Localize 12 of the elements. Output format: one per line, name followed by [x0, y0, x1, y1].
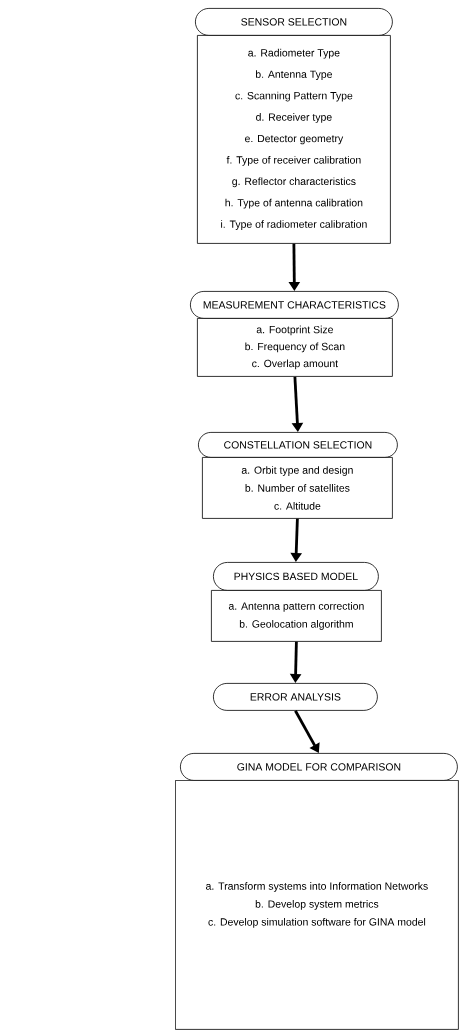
item-box: a. Footprint Size b. Frequency of Scan c. Overlap amount	[197, 318, 393, 377]
item-box: a. Antenna pattern correction b. Geolocation algorithm	[211, 590, 382, 642]
stage-header: GINA MODEL FOR COMPARISON	[180, 753, 458, 781]
stage-header: SENSOR SELECTION	[195, 8, 393, 36]
item-box: a. Orbit type and design b. Number of satellites c. Altitude	[202, 457, 393, 519]
stage-header: CONSTELLATION SELECTION	[198, 432, 398, 458]
stage-header: ERROR ANALYSIS	[213, 683, 378, 711]
stage-header: MEASUREMENT CHARACTERISTICS	[190, 291, 399, 319]
item-box: a. Transform systems into Information Networks b. Develop system metrics c. Develop simulation software for GINA model	[175, 780, 459, 1030]
arrow	[294, 710, 320, 753]
stage-header: PHYSICS BASED MODEL	[213, 562, 379, 591]
item-box: a. Radiometer Type b. Antenna Type c. Scanning Pattern Type d. Receiver type e. Detector geometry f. Type of receiver calibration g. Reflector characteristics h. Type of antenna calibration i. Type of radiometer calibration	[197, 35, 391, 244]
